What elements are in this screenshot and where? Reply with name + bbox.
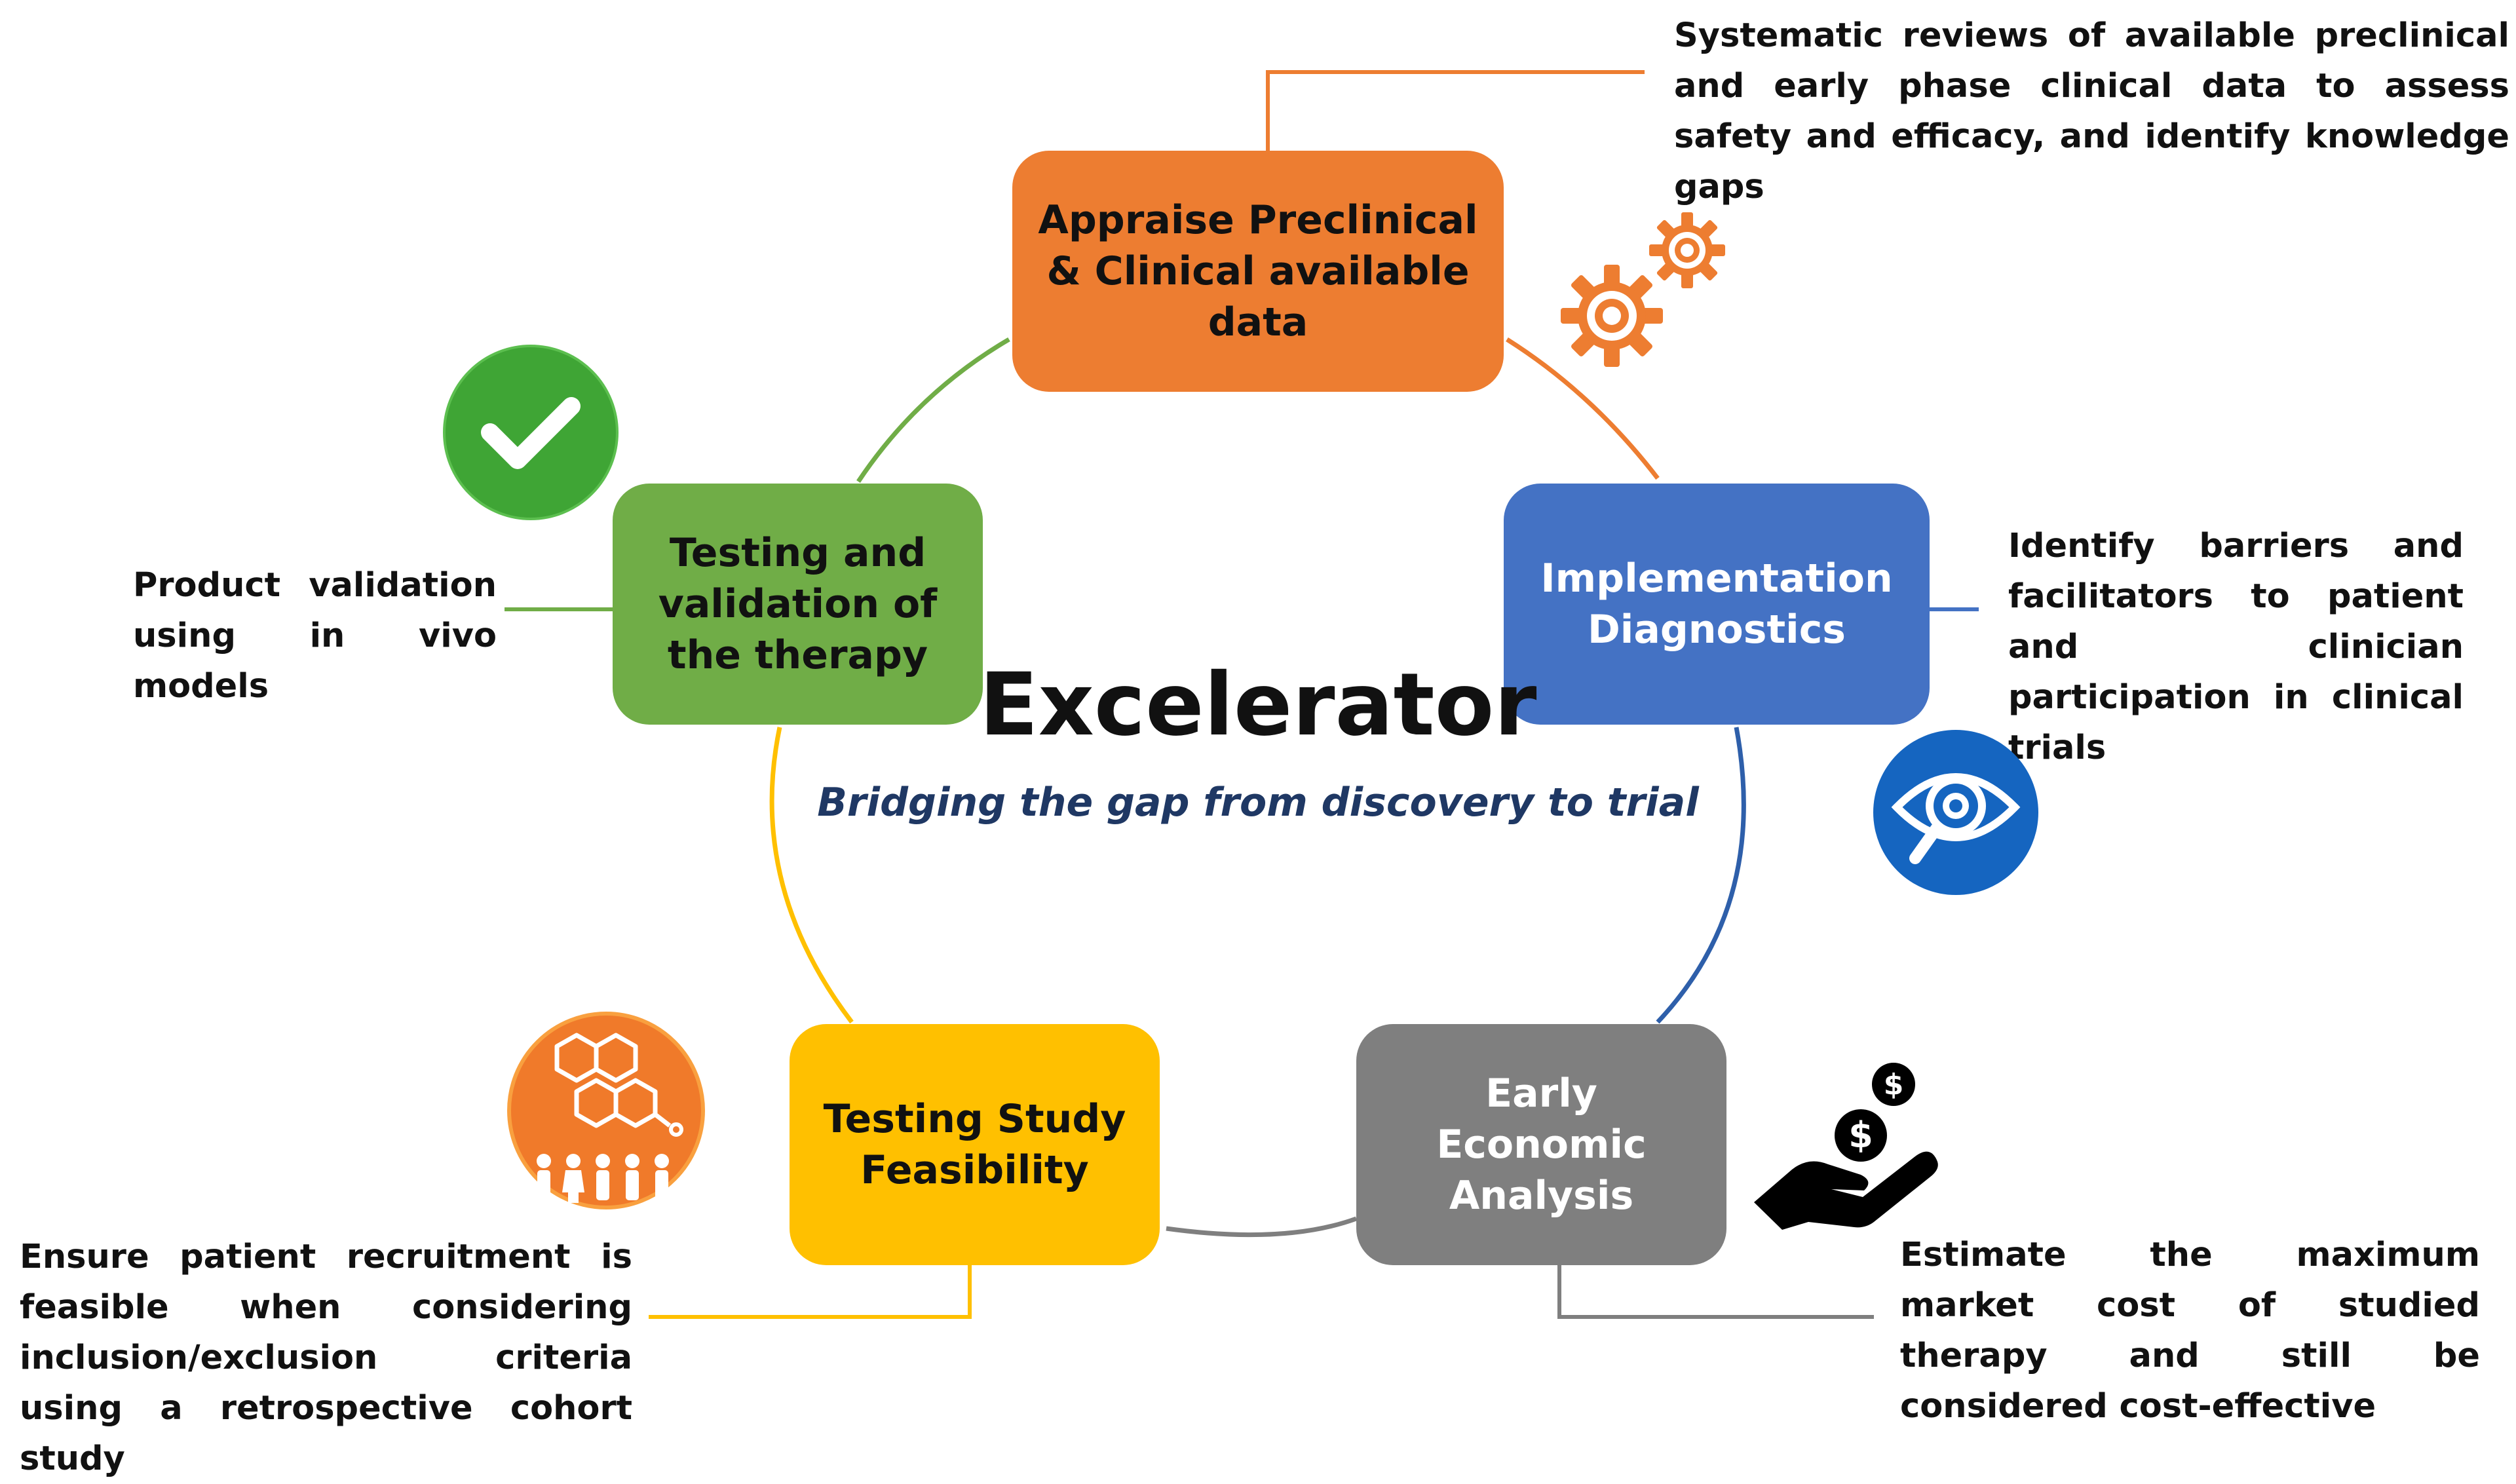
node-appraise: Appraise Preclinical & Clinical availabl… — [1012, 151, 1504, 392]
svg-text:$: $ — [1884, 1068, 1904, 1101]
node-implementation-label: Implementation Diagnostics — [1540, 556, 1893, 653]
node-validation: Testing and validation of the therapy — [613, 484, 983, 725]
diagram-title: Excelerator — [979, 655, 1537, 755]
note-economic: Estimate the maximum market cost of stud… — [1900, 1236, 2480, 1426]
leader-feasibility — [649, 1265, 972, 1319]
diagram-subtitle: Bridging the gap from discovery to trial — [817, 780, 1699, 826]
arc-validation-appraise — [856, 337, 1010, 483]
cycle-connectors — [505, 70, 1979, 1319]
leader-economic — [1557, 1265, 1874, 1319]
node-economic-label: Early Economic Analysis — [1436, 1071, 1647, 1219]
svg-text:$: $ — [1848, 1114, 1873, 1156]
node-economic: Early Economic Analysis — [1356, 1024, 1726, 1265]
node-appraise-label: Appraise Preclinical & Clinical availabl… — [1038, 197, 1478, 345]
note-validation: Product validation using in vivo models — [133, 566, 497, 706]
node-implementation: Implementation Diagnostics — [1504, 484, 1930, 725]
node-feasibility: Testing Study Feasibility — [790, 1024, 1160, 1265]
money-hand-icon: $ $ — [1754, 1063, 1938, 1230]
note-appraise: Systematic reviews of available preclini… — [1674, 16, 2509, 206]
arc-appraise-implementation — [1506, 337, 1660, 480]
eye-magnifier-icon — [1873, 730, 2038, 895]
molecule-people-icon — [507, 1012, 705, 1209]
note-implementation: Identify barriers and facilitators to pa… — [2008, 527, 2464, 767]
node-validation-label: Testing and validation of the therapy — [658, 530, 938, 678]
leader-appraise — [1266, 70, 1645, 151]
arc-feasibility-validation — [769, 727, 854, 1024]
gears-icon — [1561, 212, 1725, 367]
note-feasibility: Ensure patient recruitment is feasible w… — [20, 1238, 632, 1478]
node-feasibility-label: Testing Study Feasibility — [823, 1096, 1126, 1193]
arc-implementation-economic — [1656, 727, 1746, 1024]
checkmark-icon — [443, 345, 619, 520]
arc-economic-feasibility — [1166, 1216, 1358, 1238]
